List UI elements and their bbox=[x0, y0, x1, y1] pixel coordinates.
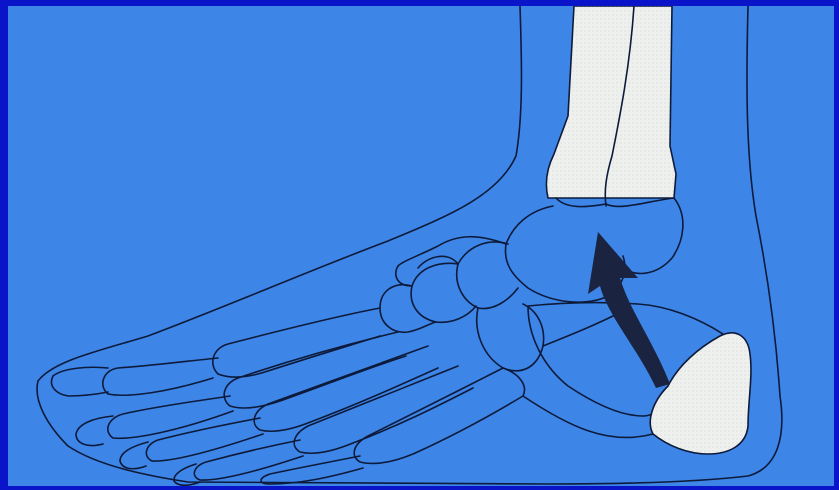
toe-3-tip bbox=[120, 442, 148, 469]
foot-diagram bbox=[8, 6, 834, 486]
hallux-proximal bbox=[103, 358, 218, 395]
calcaneus-tuberosity-shaded bbox=[650, 333, 751, 454]
tibia-shaded bbox=[546, 6, 676, 198]
toe-5 bbox=[261, 456, 363, 484]
curved-arrow bbox=[588, 232, 670, 388]
toe-4 bbox=[194, 440, 303, 480]
cuneiform-2 bbox=[380, 285, 436, 333]
cuneiform-1 bbox=[411, 263, 476, 322]
metatarsal-2 bbox=[224, 332, 406, 408]
navicular bbox=[457, 242, 518, 309]
toe-3 bbox=[146, 418, 263, 461]
metatarsal-4 bbox=[294, 366, 473, 453]
sole-line bbox=[523, 396, 653, 438]
metatarsal-5 bbox=[354, 368, 524, 463]
illustration-panel bbox=[8, 6, 834, 486]
toe-2 bbox=[108, 396, 233, 438]
hallux-distal bbox=[51, 367, 108, 396]
